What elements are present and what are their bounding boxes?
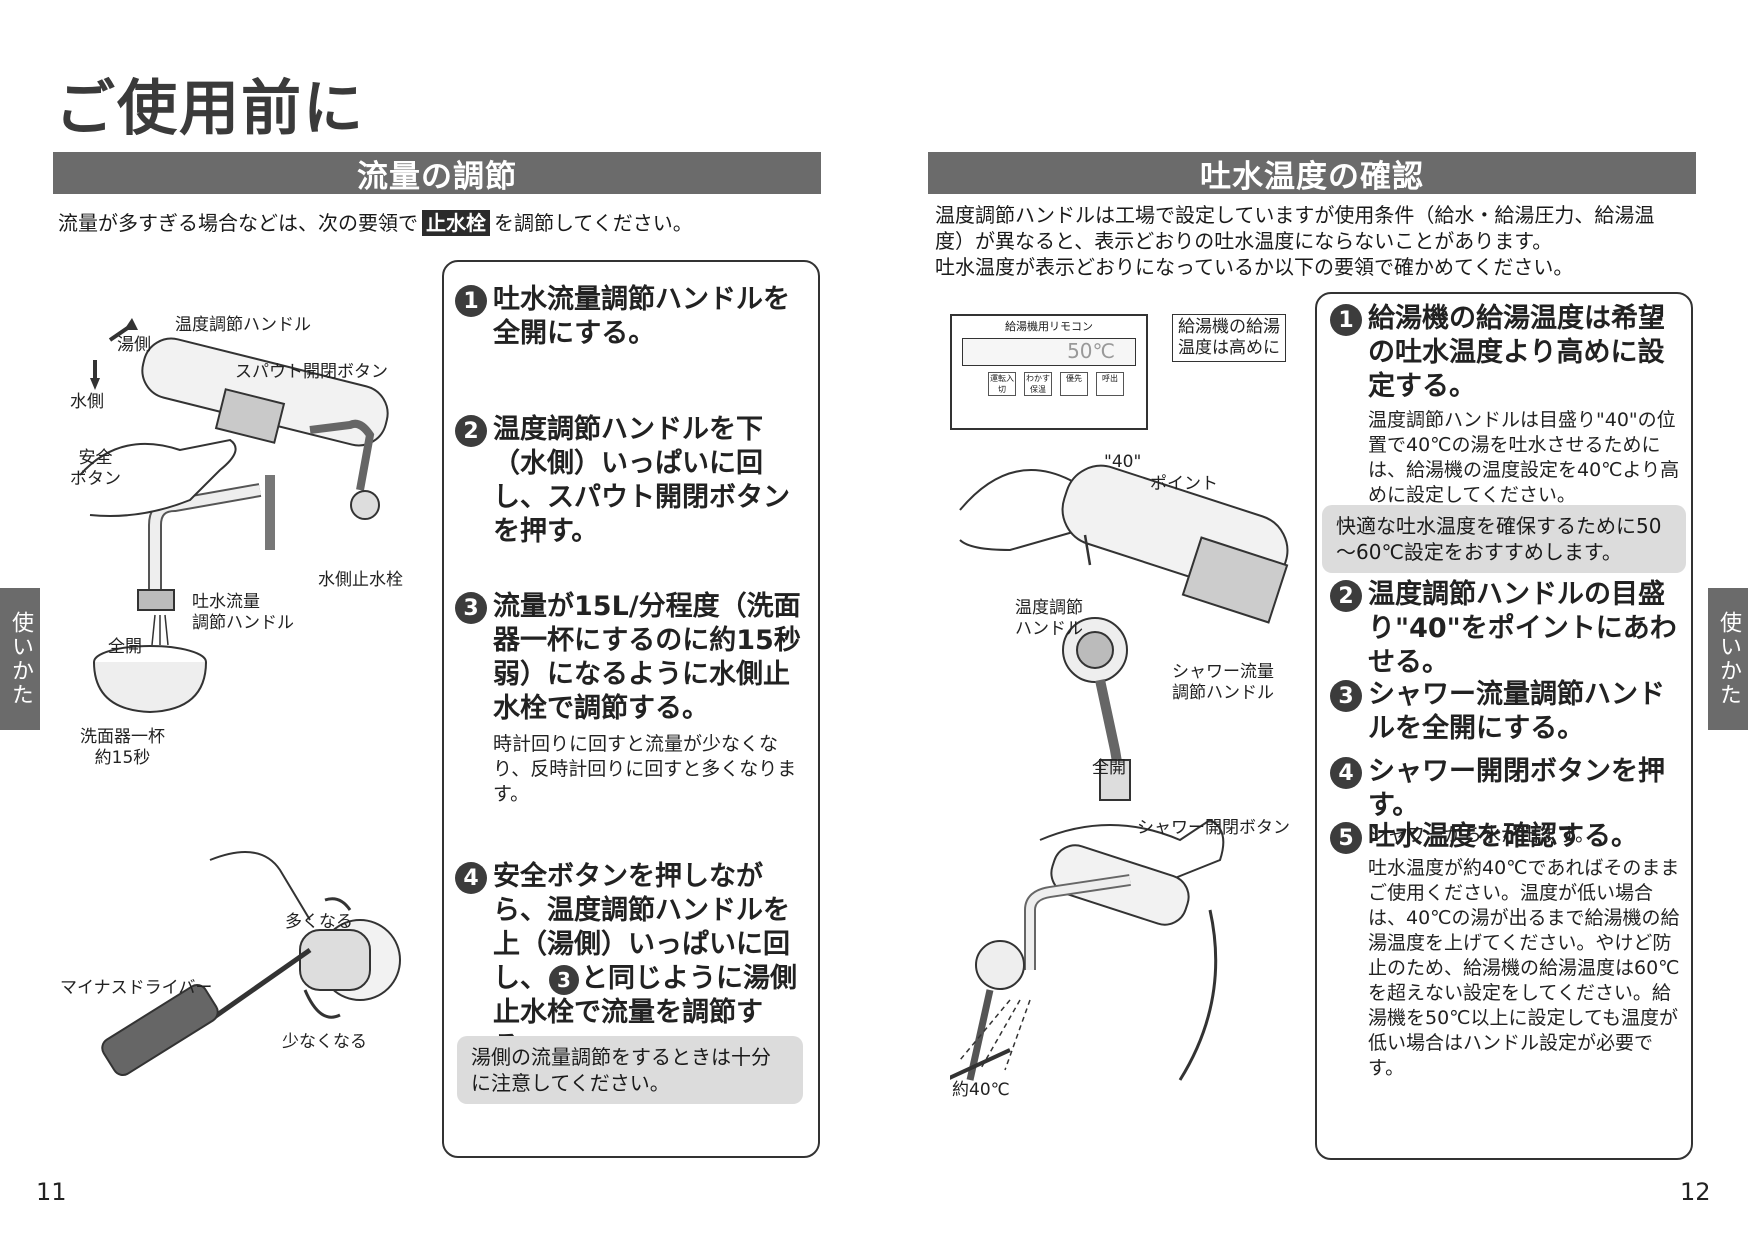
flow-step-2: 2 温度調節ハンドルを下（水側）いっぱいに回し、スパウト開閉ボタンを押す。 <box>455 413 805 549</box>
label-water-side: 水側 <box>70 392 104 412</box>
page-number-left: 11 <box>36 1178 67 1206</box>
label-point: ポイント <box>1150 474 1218 494</box>
label-hot-side: 湯側 <box>117 335 151 355</box>
remote-callout-line-1: 給湯機の給湯 <box>1178 317 1280 337</box>
flow-intro-text: 流量が多すぎる場合などは、次の要領で <box>58 211 418 235</box>
side-tab-left[interactable]: 使いかた <box>0 588 40 730</box>
page-title: ご使用前に <box>55 74 365 144</box>
label-safety-2: ボタン <box>70 469 121 489</box>
remote-button-call: 呼出 <box>1096 372 1124 396</box>
temp-steps-panel <box>1315 292 1693 1160</box>
label-safety-button: 安全 ボタン <box>70 448 121 490</box>
label-flow-handle-2: 調節ハンドル <box>192 613 294 633</box>
step-head-part-b: と同じように湯側止水栓で流量を調節する。 <box>493 963 797 1062</box>
remote-button-power: 運転入切 <box>988 372 1016 396</box>
step-sub: 吐水温度が約40℃であればそのままご使用ください。温度が低い場合は、40℃の湯が… <box>1368 857 1680 1079</box>
label-water-stop-valve: 水側止水栓 <box>318 570 403 590</box>
step-head: 温度調節ハンドルを下（水側）いっぱいに回し、スパウト開閉ボタンを押す。 <box>493 414 790 547</box>
page-number-right: 12 <box>1680 1178 1711 1206</box>
section-title-flow: 流量の調節 <box>53 152 821 195</box>
step-number: 4 <box>455 862 487 894</box>
label-basin-1: 洗面器一杯 <box>80 727 165 747</box>
temp-step-2: 2 温度調節ハンドルの目盛り"40"をポイントにあわせる。 <box>1330 578 1682 680</box>
step-sub: シャワーから水が出ます。 <box>1368 824 1595 846</box>
label-basin-2: 約15秒 <box>94 748 151 768</box>
remote-button-priority: 優先 <box>1060 372 1088 396</box>
flow-caution-note: 湯側の流量調節をするときは十分に注意してください。 <box>457 1036 803 1104</box>
label-temp-handle-1: 温度調節 <box>1015 598 1083 618</box>
remote-button-heat: わかす保温 <box>1024 372 1052 396</box>
label-temp-handle: 温度調節ハンドル <box>175 315 311 335</box>
label-flow-handle-1: 吐水流量 <box>192 592 260 612</box>
step-head: シャワー開閉ボタンを押す。 <box>1368 756 1665 821</box>
label-less: 少なくなる <box>282 1032 367 1052</box>
temp-intro-line: 度）が異なると、表示どおりの吐水温度にならないことがあります。 <box>935 229 1553 253</box>
flow-intro-text-end: を調節してください。 <box>494 211 693 235</box>
label-mark-40: "40" <box>1104 452 1142 472</box>
step-head: 吐水流量調節ハンドルを全開にする。 <box>493 284 790 349</box>
temp-intro: 温度調節ハンドルは工場で設定していますが使用条件（給水・給湯圧力、給湯温 度）が… <box>935 202 1695 280</box>
remote-callout-line-2: 温度は高めに <box>1178 338 1280 358</box>
step-number: 3 <box>1330 680 1362 712</box>
label-full-open: 全開 <box>108 637 142 657</box>
temp-step-5: 5 吐水温度を確認する。 吐水温度が約40℃であればそのままご使用ください。温度… <box>1330 820 1682 1081</box>
handle-shower-illustration <box>950 464 1289 1081</box>
temp-intro-line: 温度調節ハンドルは工場で設定していますが使用条件（給水・給湯圧力、給湯温 <box>935 203 1655 227</box>
step-head: 温度調節ハンドルの目盛り"40"をポイントにあわせる。 <box>1368 579 1677 678</box>
label-more: 多くなる <box>285 912 353 932</box>
flow-step-3: 3 流量が15L/分程度（洗面器一杯にするのに約15秒弱）になるように水側止水栓… <box>455 590 805 807</box>
step-sub: 時計回りに回すと流量が少なくなり、反時計回りに回すと多くなります。 <box>493 733 797 805</box>
flow-steps-panel <box>442 260 820 1158</box>
remote-display: 50℃ <box>962 338 1136 366</box>
step-head: 給湯機の給湯温度は希望の吐水温度より高めに設定する。 <box>1368 303 1665 402</box>
label-safety-1: 安全 <box>78 448 113 468</box>
step-ref-number: 3 <box>549 964 579 995</box>
step-head: 流量が15L/分程度（洗面器一杯にするのに約15秒弱）になるように水側止水栓で調… <box>493 591 801 724</box>
screwdriver-illustration <box>101 851 401 1076</box>
label-shower-flow: シャワー流量 調節ハンドル <box>1172 662 1274 704</box>
step-head: 吐水温度を確認する。 <box>1368 821 1638 852</box>
label-full-open-right: 全開 <box>1092 758 1126 778</box>
step-number: 1 <box>455 285 487 317</box>
label-spout-button: スパウト開閉ボタン <box>235 362 388 382</box>
remote-control: 給湯機用リモコン 50℃ 運転入切 わかす保温 優先 呼出 <box>950 314 1148 430</box>
label-basin: 洗面器一杯 約15秒 <box>80 727 165 769</box>
step-number: 2 <box>455 415 487 447</box>
label-shower-button: シャワー開閉ボタン <box>1137 818 1290 838</box>
label-flow-handle: 吐水流量 調節ハンドル <box>192 592 294 634</box>
side-tab-right[interactable]: 使いかた <box>1708 588 1748 730</box>
temp-intro-line: 吐水温度が表示どおりになっているか以下の要領で確かめてください。 <box>935 255 1574 279</box>
faucet-illustration <box>79 318 389 714</box>
keyword-stop-valve: 止水栓 <box>422 210 490 236</box>
temp-recommend-note: 快適な吐水温度を確保するために50～60℃設定をおすすめします。 <box>1322 505 1686 573</box>
label-shower-flow-2: 調節ハンドル <box>1172 683 1274 703</box>
step-sub: 温度調節ハンドルは目盛り"40"の位置で40℃の湯を吐水させるためには、給湯機の… <box>1368 409 1680 506</box>
temp-step-4: 4 シャワー開閉ボタンを押す。 シャワーから水が出ます。 <box>1330 755 1682 848</box>
step-number: 5 <box>1330 822 1362 854</box>
remote-title: 給湯機用リモコン <box>1005 320 1093 333</box>
section-title-temp: 吐水温度の確認 <box>928 152 1696 195</box>
label-shower-flow-1: シャワー流量 <box>1172 662 1274 682</box>
step-head-part-a: 安全ボタンを押しながら、温度調節ハンドルを上（湯側）いっぱいに回し、 <box>493 861 790 994</box>
step-number: 2 <box>1330 580 1362 612</box>
step-number: 4 <box>1330 757 1362 789</box>
flow-intro: 流量が多すぎる場合などは、次の要領で止水栓を調節してください。 <box>58 210 693 236</box>
label-driver: マイナスドライバー <box>60 978 213 998</box>
label-approx-40: 約40℃ <box>952 1080 1010 1100</box>
temp-step-1: 1 給湯機の給湯温度は希望の吐水温度より高めに設定する。 温度調節ハンドルは目盛… <box>1330 302 1682 508</box>
label-temp-handle-right: 温度調節 ハンドル <box>1015 598 1083 640</box>
label-temp-handle-2: ハンドル <box>1015 619 1083 639</box>
remote-callout: 給湯機の給湯 温度は高めに <box>1172 314 1286 362</box>
step-number: 3 <box>455 592 487 624</box>
flow-step-1: 1 吐水流量調節ハンドルを全開にする。 <box>455 283 805 351</box>
temp-step-3: 3 シャワー流量調節ハンドルを全開にする。 <box>1330 678 1682 746</box>
step-head: シャワー流量調節ハンドルを全開にする。 <box>1368 679 1665 744</box>
step-number: 1 <box>1330 304 1362 336</box>
